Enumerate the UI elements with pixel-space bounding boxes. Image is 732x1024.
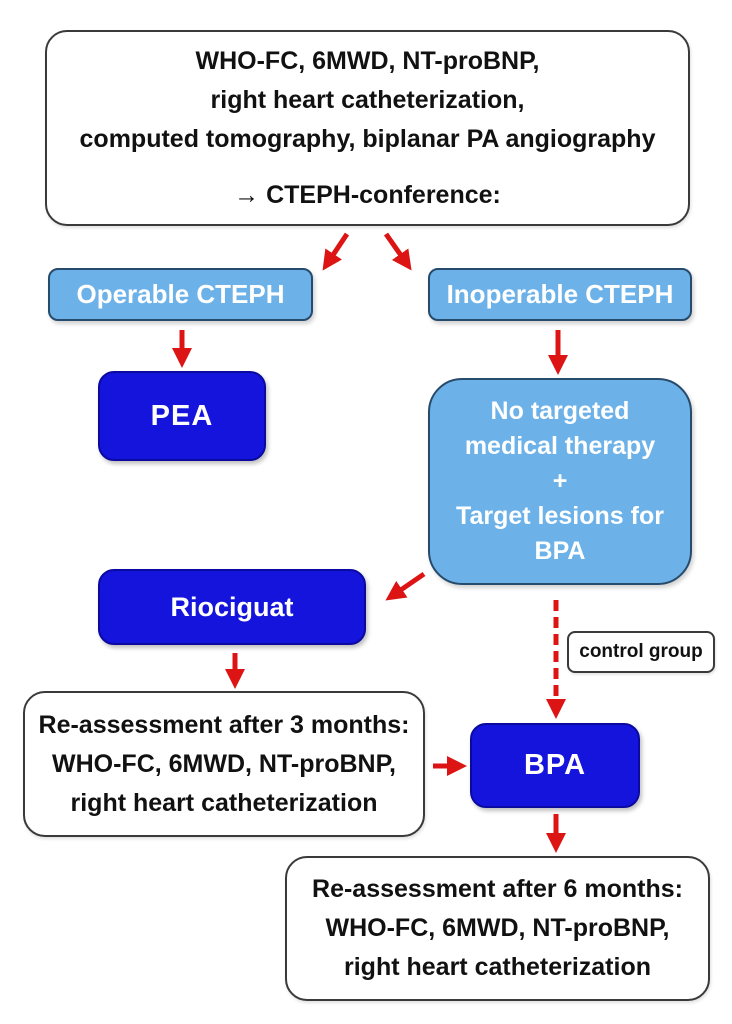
node-inoperable-cteph: Inoperable CTEPH xyxy=(428,268,692,321)
assessment-line-3: computed tomography, biplanar PA angiogr… xyxy=(79,124,656,153)
node-bpa: BPA xyxy=(470,723,640,808)
no-targeted-line-3: + xyxy=(552,467,568,495)
assessment-line-1: WHO-FC, 6MWD, NT-proBNP, xyxy=(195,46,540,75)
control-group-label: control group xyxy=(579,641,703,662)
reassessment-6m-line-1: Re-assessment after 6 months: xyxy=(312,875,683,903)
node-operable-cteph: Operable CTEPH xyxy=(48,268,313,321)
reassessment-3m-line-3: right heart catheterization xyxy=(70,788,378,817)
node-no-targeted-therapy: No targeted medical therapy + Target les… xyxy=(428,378,692,585)
node-pea: PEA xyxy=(98,371,266,461)
node-baseline-assessment: WHO-FC, 6MWD, NT-proBNP, right heart cat… xyxy=(45,30,690,226)
reassessment-6m-line-3: right heart catheterization xyxy=(344,953,651,981)
node-reassessment-3-months: Re-assessment after 3 months: WHO-FC, 6M… xyxy=(23,691,425,837)
inoperable-cteph-label: Inoperable CTEPH xyxy=(446,279,674,309)
control-group-label-box: control group xyxy=(567,631,715,673)
node-riociguat: Riociguat xyxy=(98,569,366,645)
bpa-label: BPA xyxy=(523,749,587,781)
cteph-conference-line: → CTEPH-conference: xyxy=(234,180,501,209)
node-reassessment-6-months: Re-assessment after 6 months: WHO-FC, 6M… xyxy=(285,856,710,1001)
arrow-no-targeted-to-riociguat xyxy=(385,571,426,601)
operable-cteph-label: Operable CTEPH xyxy=(76,279,285,309)
no-targeted-line-4: Target lesions for xyxy=(456,502,664,530)
no-targeted-line-2: medical therapy xyxy=(464,432,656,460)
reassessment-6m-line-2: WHO-FC, 6MWD, NT-proBNP, xyxy=(325,914,670,942)
pea-label: PEA xyxy=(150,399,214,432)
reassessment-3m-line-2: WHO-FC, 6MWD, NT-proBNP, xyxy=(52,749,396,778)
arrow-conference-to-inoperable xyxy=(383,232,412,271)
no-targeted-line-1: No targeted xyxy=(490,397,630,425)
reassessment-3m-line-1: Re-assessment after 3 months: xyxy=(38,710,410,739)
arrow-conference-to-operable xyxy=(322,232,350,271)
no-targeted-line-5: BPA xyxy=(534,537,586,565)
riociguat-label: Riociguat xyxy=(170,591,294,622)
assessment-line-2: right heart catheterization, xyxy=(210,85,525,114)
